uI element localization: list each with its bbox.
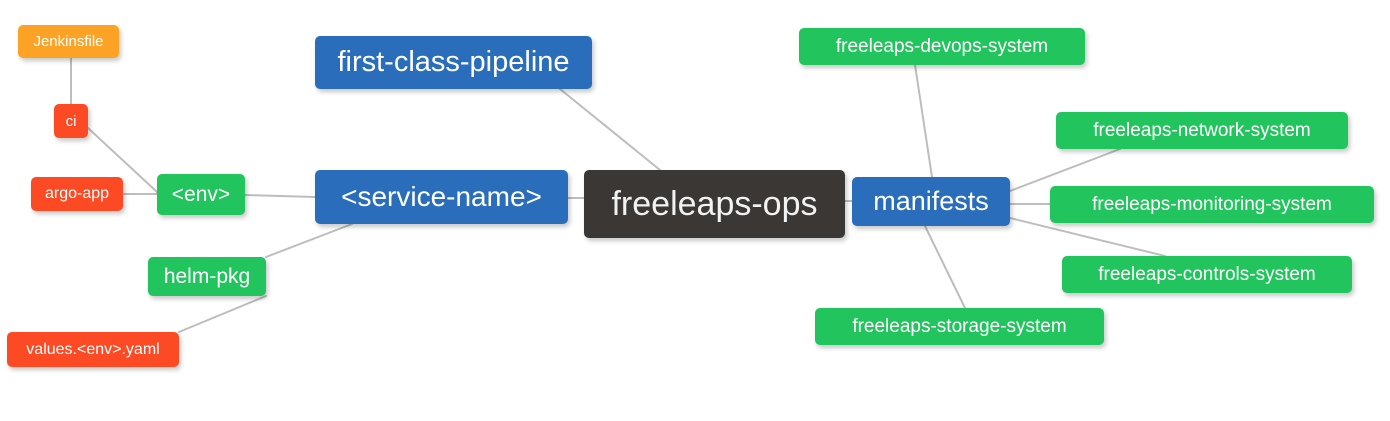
- node-label-values-yaml: values.<env>.yaml: [26, 340, 160, 358]
- node-jenkinsfile[interactable]: Jenkinsfile: [18, 25, 119, 58]
- node-label-env: <env>: [171, 183, 231, 206]
- node-label-freeleaps-controls-system: freeleaps-controls-system: [1098, 264, 1316, 285]
- edge-manifests-to-freeleaps-network-system: [1009, 148, 1121, 192]
- node-freeleaps-controls-system[interactable]: freeleaps-controls-system: [1062, 256, 1352, 293]
- edge-env-to-service-name: [244, 194, 316, 198]
- node-label-freeleaps-ops: freeleaps-ops: [611, 185, 818, 223]
- node-freeleaps-ops[interactable]: freeleaps-ops: [584, 170, 845, 238]
- node-manifests[interactable]: manifests: [852, 177, 1010, 226]
- node-helm-pkg[interactable]: helm-pkg: [148, 257, 266, 296]
- node-env[interactable]: <env>: [157, 174, 245, 215]
- node-label-freeleaps-devops-system: freeleaps-devops-system: [835, 36, 1049, 57]
- node-first-class-pipeline[interactable]: first-class-pipeline: [315, 36, 592, 89]
- edge-values-yaml-to-helm-pkg: [178, 295, 267, 333]
- edge-first-class-pipeline-to-freeleaps-ops: [559, 88, 661, 171]
- node-label-manifests: manifests: [873, 186, 989, 216]
- node-ci[interactable]: ci: [54, 104, 88, 138]
- node-freeleaps-network-system[interactable]: freeleaps-network-system: [1056, 112, 1348, 149]
- node-label-service-name: <service-name>: [341, 181, 542, 212]
- node-service-name[interactable]: <service-name>: [315, 170, 568, 224]
- node-label-argo-app: argo-app: [44, 185, 110, 202]
- node-freeleaps-monitoring-system[interactable]: freeleaps-monitoring-system: [1050, 186, 1374, 223]
- edge-manifests-to-freeleaps-devops-system: [914, 64, 933, 178]
- node-label-jenkinsfile: Jenkinsfile: [33, 33, 104, 50]
- node-freeleaps-storage-system[interactable]: freeleaps-storage-system: [815, 308, 1104, 345]
- edge-manifests-to-freeleaps-storage-system: [924, 225, 966, 309]
- edge-manifests-to-freeleaps-controls-system: [1009, 217, 1166, 257]
- edge-helm-pkg-to-service-name: [265, 223, 353, 258]
- node-label-freeleaps-storage-system: freeleaps-storage-system: [852, 316, 1067, 337]
- node-label-ci: ci: [65, 112, 77, 130]
- node-label-freeleaps-monitoring-system: freeleaps-monitoring-system: [1092, 194, 1332, 215]
- node-label-first-class-pipeline: first-class-pipeline: [337, 46, 570, 78]
- node-values-yaml[interactable]: values.<env>.yaml: [7, 332, 179, 367]
- node-label-helm-pkg: helm-pkg: [163, 265, 251, 288]
- node-argo-app[interactable]: argo-app: [31, 177, 123, 211]
- node-freeleaps-devops-system[interactable]: freeleaps-devops-system: [799, 28, 1085, 65]
- node-label-freeleaps-network-system: freeleaps-network-system: [1093, 120, 1311, 141]
